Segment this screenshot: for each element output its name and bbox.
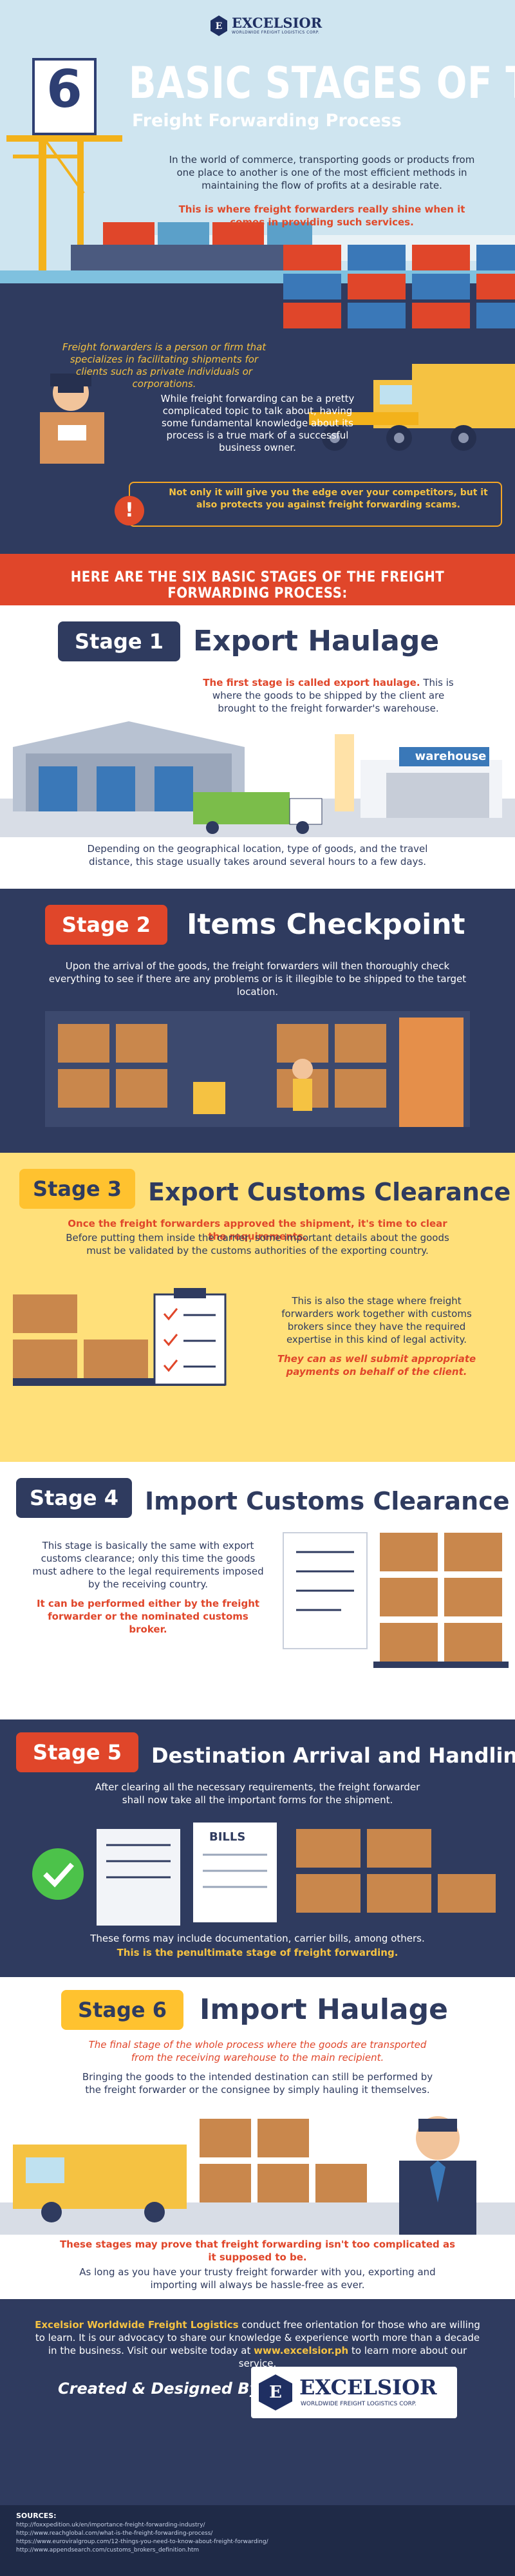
closing-highlight: These stages may prove that freight forw… bbox=[59, 2239, 456, 2263]
credit-text: Created & Designed By: bbox=[58, 2380, 266, 2398]
stage-5-title: Destination Arrival and Handling bbox=[151, 1743, 515, 1768]
stage-3-side-highlight: They can as well submit appropriate paym… bbox=[277, 1353, 476, 1378]
checkpoint-illustration bbox=[0, 1011, 515, 1153]
logo-name: EXCELSIOR bbox=[232, 15, 323, 31]
source-link[interactable]: http://www.reachglobal.com/what-is-the-f… bbox=[16, 2530, 213, 2537]
intro-text: In the world of commerce, transporting g… bbox=[169, 154, 475, 191]
documents-illustration bbox=[32, 1823, 496, 1926]
warning-icon: ! bbox=[115, 496, 144, 526]
footer-logo-icon: E bbox=[259, 2374, 292, 2410]
banner-text: HERE ARE THE SIX BASIC STAGES OF THE FRE… bbox=[70, 569, 445, 601]
closing-text: As long as you have your trusty freight … bbox=[79, 2266, 436, 2291]
stage-3-label: Stage 3 bbox=[19, 1169, 135, 1209]
stage-4-section: Stage 4 Import Customs Clearance This st… bbox=[0, 1462, 515, 1719]
stage-3-side-text: This is also the stage where freight for… bbox=[281, 1295, 472, 1345]
footer-body-end: to learn more about our service. bbox=[238, 2345, 467, 2369]
sources-title: SOURCES: bbox=[16, 2512, 57, 2520]
stage-1-note: Depending on the geographical location, … bbox=[87, 843, 428, 867]
warehouse-sign: warehouse bbox=[415, 750, 487, 763]
stage-2-section: Stage 2 Items Checkpoint Upon the arriva… bbox=[0, 889, 515, 1153]
stage-5-section: Stage 5 Destination Arrival and Handling… bbox=[0, 1719, 515, 1977]
stage-6-section: Stage 6 Import Haulage The final stage o… bbox=[0, 1977, 515, 2299]
footer-logo-sub: WORLDWIDE FREIGHT LOGISTICS CORP. bbox=[301, 2401, 417, 2407]
stage-2-label: Stage 2 bbox=[45, 905, 167, 945]
stage-1-body: This is where the goods to be shipped by… bbox=[212, 677, 454, 714]
number-box bbox=[32, 58, 97, 135]
footer-url[interactable]: www.excelsior.ph bbox=[254, 2345, 349, 2356]
intro-highlight: This is where freight forwarders really … bbox=[178, 204, 465, 228]
import-clearance-illustration bbox=[283, 1532, 509, 1668]
stage-5-label: Stage 5 bbox=[16, 1732, 138, 1772]
customs-illustration bbox=[13, 1288, 227, 1386]
truck-illustration bbox=[0, 2116, 515, 2235]
sources-box bbox=[0, 2505, 515, 2576]
footer-text: Excelsior Worldwide Freight Logistics co… bbox=[32, 2318, 483, 2370]
source-link[interactable]: http://foxxpedition.uk/en/importance-fre… bbox=[16, 2522, 205, 2528]
definition-text: Freight forwarders is a person or firm t… bbox=[62, 341, 267, 390]
stage-5-text: After clearing all the necessary require… bbox=[95, 1781, 420, 1806]
stage-5-note: These forms may include documentation, c… bbox=[90, 1933, 425, 1944]
footer-logo-name: EXCELSIOR bbox=[299, 2375, 437, 2400]
stage-4-label: Stage 4 bbox=[16, 1478, 132, 1518]
bills-label: BILLS bbox=[209, 1830, 246, 1844]
stage-4-highlight: It can be performed either by the freigh… bbox=[36, 1598, 260, 1635]
stage-6-title: Import Haulage bbox=[200, 1993, 448, 2026]
svg-text:E: E bbox=[216, 21, 223, 32]
source-link[interactable]: https://www.euroviralgroup.com/12-things… bbox=[16, 2539, 268, 2545]
svg-text:E: E bbox=[269, 2383, 282, 2402]
stage-6-highlight: The final stage of the whole process whe… bbox=[88, 2039, 427, 2063]
stage-3-section: Stage 3 Export Customs Clearance Once th… bbox=[0, 1153, 515, 1462]
stage-2-text: Upon the arrival of the goods, the freig… bbox=[48, 960, 467, 998]
page-subtitle: Freight Forwarding Process bbox=[132, 111, 402, 131]
stages-banner: HERE ARE THE SIX BASIC STAGES OF THE FRE… bbox=[0, 554, 515, 605]
stage-3-title: Export Customs Clearance bbox=[148, 1178, 511, 1206]
footer-section: Excelsior Worldwide Freight Logistics co… bbox=[0, 2299, 515, 2576]
stage-6-label: Stage 6 bbox=[61, 1990, 183, 2030]
port-illustration bbox=[0, 0, 515, 554]
stage-1-label: Stage 1 bbox=[58, 621, 180, 661]
stage-4-text: This stage is basically the same with ex… bbox=[32, 1540, 264, 1590]
knowledge-text: While freight forwarding can be a pretty… bbox=[160, 393, 355, 453]
stage-1-text: The first stage is called export haulage… bbox=[193, 676, 464, 715]
stage-2-title: Items Checkpoint bbox=[187, 908, 465, 941]
header-section: E EXCELSIOR WORLDWIDE FREIGHT LOGISTICS … bbox=[0, 0, 515, 554]
stage-5-highlight: This is the penultimate stage of freight… bbox=[117, 1947, 398, 1958]
stage-1-title: Export Haulage bbox=[193, 625, 440, 658]
footer-body: conduct free orientation for those who a… bbox=[35, 2319, 480, 2356]
stage-1-section: Stage 1 Export Haulage The first stage i… bbox=[0, 605, 515, 889]
source-link[interactable]: http://www.appendsearch.com/customs_brok… bbox=[16, 2547, 200, 2553]
footer-brand: Excelsior Worldwide Freight Logistics bbox=[35, 2319, 239, 2331]
stage-count: 6 bbox=[46, 59, 82, 119]
stage-1-highlight: The first stage is called export haulage… bbox=[203, 677, 420, 688]
stage-4-title: Import Customs Clearance bbox=[145, 1487, 510, 1515]
stage-3-highlight: Once the freight forwarders approved the… bbox=[68, 1218, 447, 1242]
warehouse-illustration bbox=[0, 721, 515, 837]
stage-6-text: Bringing the goods to the intended desti… bbox=[82, 2071, 433, 2096]
logo-subtitle: WORLDWIDE FREIGHT LOGISTICS CORP. bbox=[232, 30, 320, 35]
excelsior-logo: E bbox=[209, 14, 312, 40]
page-title: BASIC STAGES OF THE bbox=[129, 58, 515, 109]
warning-text: Not only it will give you the edge over … bbox=[169, 488, 488, 510]
stage-3-text: Before putting them inside the carrier, … bbox=[66, 1232, 449, 1256]
